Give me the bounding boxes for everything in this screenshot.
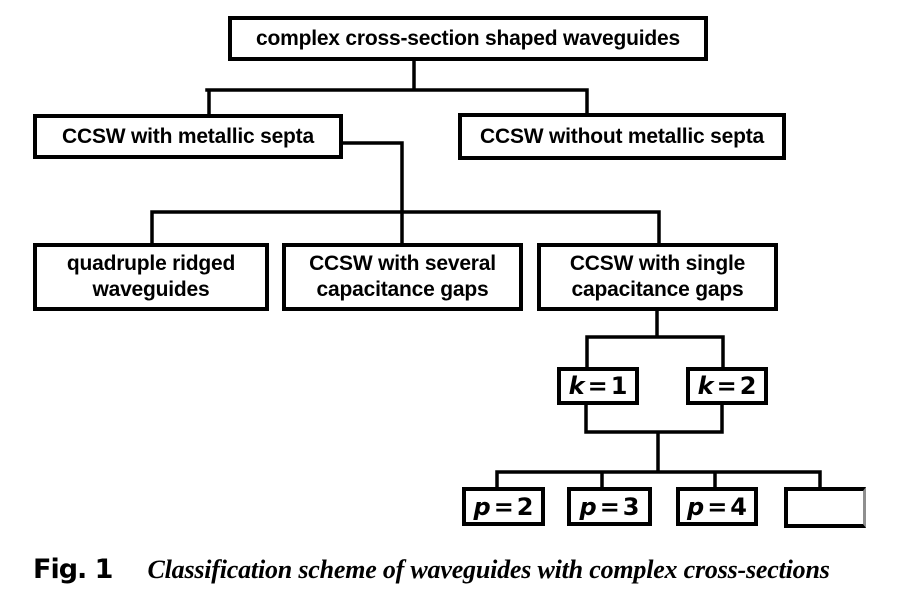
node-quadruple-ridged-waveguides-box: quadruple ridged waveguides <box>33 243 269 311</box>
k2-equals: = <box>716 372 737 400</box>
node-k2-label: k=2 <box>698 372 757 400</box>
node-p4-label: p=4 <box>687 493 747 521</box>
connector-k-to-p <box>495 401 822 491</box>
p2-value: 2 <box>516 492 534 521</box>
figure-caption: Fig. 1 Classification scheme of waveguid… <box>33 554 830 585</box>
node-p3-label: p=3 <box>580 493 640 521</box>
connector-single-to-k <box>585 307 725 371</box>
p4-value: 4 <box>730 492 747 521</box>
k1-variable: k <box>568 372 585 400</box>
p3-equals: = <box>599 492 620 521</box>
node-ccsw-single-capacitance-gaps-label: CCSW with single capacitance gaps <box>569 252 746 301</box>
node-p2-box: p=2 <box>462 487 545 526</box>
node-ccsw-several-capacitance-gaps-label: CCSW with several capacitance gaps <box>309 252 496 301</box>
node-ccsw-with-metallic-septa-box: CCSW with metallic septa <box>33 114 343 159</box>
node-ccsw-several-capacitance-gaps-box: CCSW with several capacitance gaps <box>282 243 523 311</box>
p4-variable: p <box>687 492 705 521</box>
node-root-label: complex cross-section shaped waveguides <box>255 26 681 50</box>
k2-variable: k <box>697 372 714 400</box>
p2-equals: = <box>493 492 514 521</box>
node-ccsw-with-metallic-septa-label: CCSW with metallic septa <box>62 124 314 148</box>
node-root-box: complex cross-section shaped waveguides <box>228 16 708 61</box>
k1-value: 1 <box>610 372 628 400</box>
connector-septa-to-level3 <box>150 141 661 247</box>
node-p4-box: p=4 <box>676 487 758 526</box>
node-ccsw-without-metallic-septa-label: CCSW without metallic septa <box>480 124 764 148</box>
p4-equals: = <box>707 492 728 521</box>
k2-value: 2 <box>739 372 757 400</box>
node-k1-label: k=1 <box>569 372 628 400</box>
node-k1-box: k=1 <box>557 367 639 405</box>
node-ccsw-single-capacitance-gaps-box: CCSW with single capacitance gaps <box>537 243 778 311</box>
p3-variable: p <box>579 492 597 521</box>
node-quadruple-ridged-waveguides-label: quadruple ridged waveguides <box>66 252 236 301</box>
p2-variable: p <box>473 492 491 521</box>
node-k2-box: k=2 <box>686 367 768 405</box>
node-p2-label: p=2 <box>474 493 534 521</box>
figure-caption-number: Fig. 1 <box>33 554 113 585</box>
p3-value: 3 <box>622 492 640 521</box>
figure-caption-text: Classification scheme of waveguides with… <box>147 555 830 584</box>
k1-equals: = <box>587 372 608 400</box>
node-empty-box <box>784 487 866 528</box>
node-ccsw-without-metallic-septa-box: CCSW without metallic septa <box>458 113 786 160</box>
node-p3-box: p=3 <box>567 487 652 526</box>
connector-root-to-level2 <box>205 56 589 118</box>
